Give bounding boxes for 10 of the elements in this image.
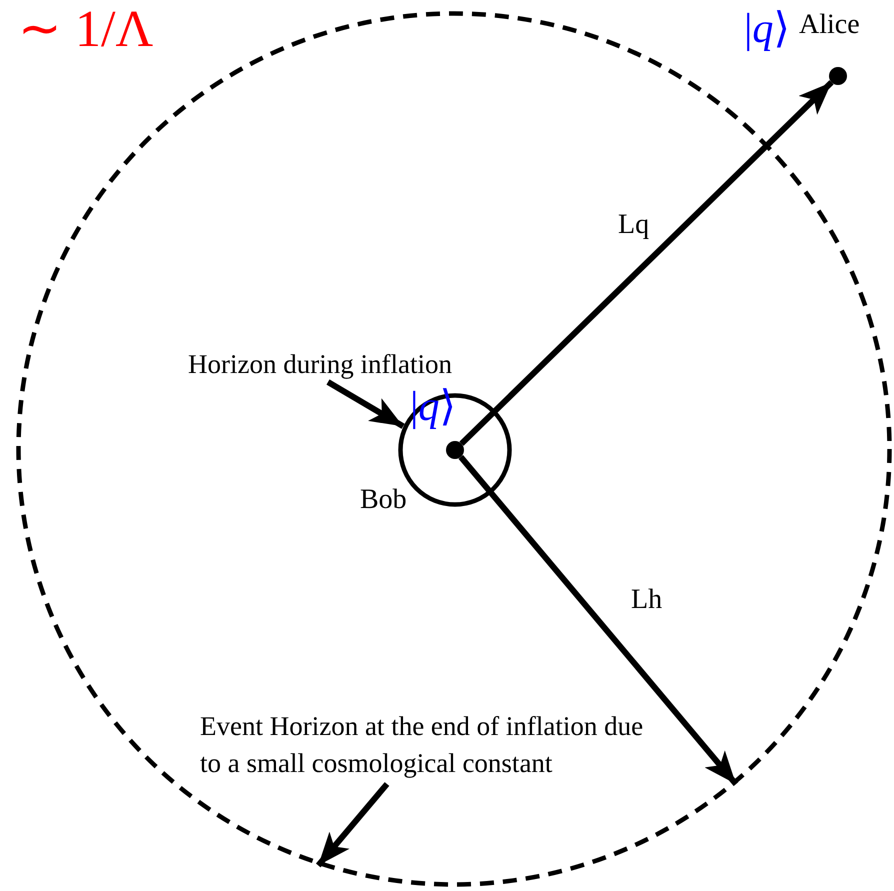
point-label: Alice bbox=[799, 9, 860, 41]
arrow bbox=[458, 454, 738, 786]
formula-label: ∼ 1/Λ bbox=[18, 2, 154, 58]
ket-label: |q⟩ bbox=[744, 5, 790, 53]
arrow bbox=[459, 80, 834, 446]
arrow bbox=[326, 379, 405, 429]
arrow bbox=[316, 782, 390, 868]
point-label: Bob bbox=[360, 484, 407, 516]
callout-text: Event Horizon at the end of inflation due to a small cosmological constant bbox=[200, 710, 644, 780]
callout-text: Horizon during inflation bbox=[188, 348, 453, 381]
